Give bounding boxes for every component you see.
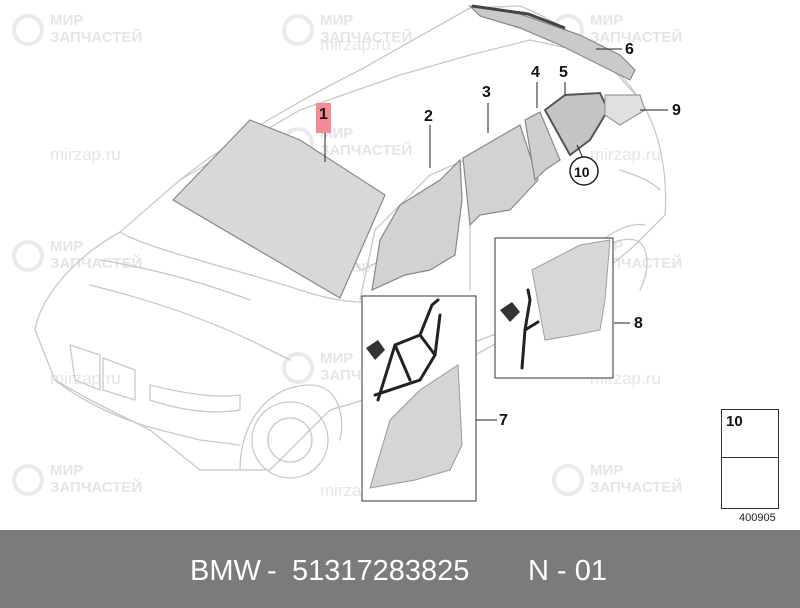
callout-5: 5 [559, 64, 568, 81]
footer-part-number: 51317283825 [292, 555, 470, 587]
callout-2: 2 [424, 108, 433, 125]
car-glazing-diagram [34, 4, 774, 502]
footer-bar: BMW - 51317283825 N - 01 [0, 530, 800, 608]
callout-4: 4 [531, 64, 540, 81]
rear-window-glass [468, 5, 636, 81]
taillight [619, 169, 661, 191]
regulator-motor-7 [366, 340, 385, 360]
front-wheel [251, 401, 329, 479]
grille-right [102, 357, 136, 401]
callout-6: 6 [625, 41, 634, 58]
callout-8: 8 [634, 315, 643, 332]
front-bumper [54, 379, 241, 446]
callout-9: 9 [672, 102, 681, 119]
front-wheel-arch [239, 384, 343, 471]
hood-crease [89, 259, 291, 361]
front-door-glass-loose [369, 364, 463, 489]
hood-line [119, 231, 381, 303]
roof-spoiler [471, 4, 566, 30]
callout-10: 10 [574, 164, 590, 180]
front-door-glass [371, 158, 463, 292]
reference-box-label: 10 [726, 413, 743, 430]
callout-10-circle [569, 156, 599, 186]
grille-left [69, 344, 101, 391]
rear-door-glass [462, 124, 539, 227]
rear-door-glass-loose [531, 239, 611, 341]
window-regulator-rear [520, 288, 540, 370]
window-regulator-front [373, 298, 442, 402]
callout-1: 1 [316, 103, 331, 133]
footer-position: N - 01 [528, 555, 607, 587]
callout-3: 3 [482, 84, 491, 101]
windscreen-glass [172, 119, 386, 299]
footer-separator: - [267, 555, 277, 587]
callout-7: 7 [499, 412, 508, 429]
footer-brand: BMW [190, 555, 261, 587]
leader-10 [576, 144, 584, 159]
tailgate-glass [604, 94, 646, 126]
reference-box: 10 [721, 409, 779, 509]
front-wheel-hub [267, 417, 313, 463]
regulator-motor-8 [500, 302, 520, 322]
diagram-id: 400905 [739, 512, 776, 524]
rear-door-quarter-glass [524, 111, 561, 182]
headlight [149, 384, 241, 413]
